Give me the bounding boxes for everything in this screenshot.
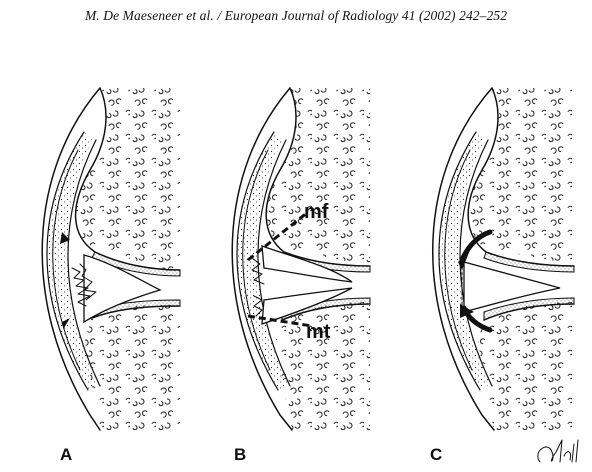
artist-signature-icon: [537, 439, 579, 463]
panel-b: mf mt B: [231, 87, 371, 464]
callout-mf: mf: [304, 201, 329, 223]
panel-a: A: [41, 87, 181, 464]
callout-mt: mt: [306, 321, 331, 343]
arrowhead-icon: [60, 232, 70, 244]
panel-label-b: B: [234, 445, 246, 464]
panel-label-a: A: [60, 445, 72, 464]
arrowhead-icon: [62, 318, 70, 328]
running-header: M. De Maeseneer et al. / European Journa…: [84, 8, 508, 23]
panel-label-c: C: [430, 445, 442, 464]
panel-c: C: [430, 87, 579, 464]
